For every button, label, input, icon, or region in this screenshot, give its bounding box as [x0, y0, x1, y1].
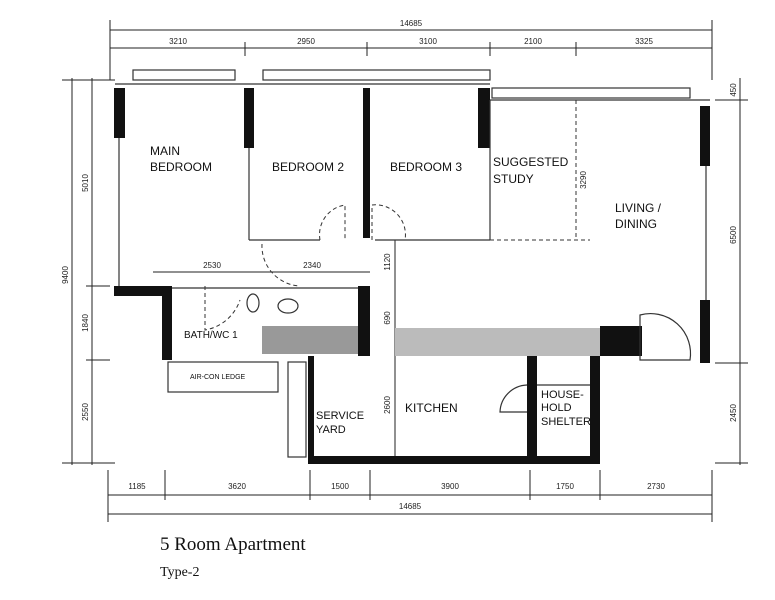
- top-dimensions: 14685 3210 2950 3100 2100 3325: [109, 19, 713, 80]
- kitchen-counter: [395, 328, 600, 356]
- dim-bottom-total: 14685: [399, 502, 422, 511]
- walls: [114, 69, 710, 464]
- dim-bottom: 2730: [647, 482, 665, 491]
- dim-inner: 690: [383, 311, 392, 325]
- dim-bottom: 3900: [441, 482, 459, 491]
- dim-top: 2950: [297, 37, 315, 46]
- dim-inner: 2530: [203, 261, 221, 270]
- dim-left-total: 9400: [61, 266, 70, 284]
- dim-bottom: 1185: [128, 482, 146, 491]
- bottom-dimensions: 1185 3620 1500 3900 1750 2730 14685: [107, 470, 713, 522]
- dim-right: 6500: [729, 226, 738, 244]
- dim-inner: 2600: [383, 396, 392, 414]
- dim-top: 3100: [419, 37, 437, 46]
- dim-top: 3210: [169, 37, 187, 46]
- plan-title: 5 Room Apartment: [160, 534, 306, 555]
- dim-bottom: 1500: [331, 482, 349, 491]
- dim-top: 2100: [524, 37, 542, 46]
- right-dimensions: 450 6500 2450: [715, 78, 748, 465]
- bath-counter: [262, 326, 358, 354]
- dim-left: 2550: [81, 403, 90, 421]
- dim-inner: 1120: [383, 253, 392, 271]
- dim-bottom: 1750: [556, 482, 574, 491]
- dim-inner: 3290: [579, 171, 588, 189]
- dim-right: 2450: [729, 404, 738, 422]
- room-aircon-ledge: AIR-CON LEDGE: [190, 374, 246, 381]
- room-bedroom-2: BEDROOM 2: [272, 160, 344, 174]
- dim-top: 3325: [635, 37, 653, 46]
- dim-top-total: 14685: [400, 19, 423, 28]
- room-bedroom-3: BEDROOM 3: [390, 160, 462, 174]
- dim-inner: 2340: [303, 261, 321, 270]
- dim-left: 5010: [81, 174, 90, 192]
- inner-dimensions: 2530 2340 1120 690 2600 3290: [153, 171, 588, 460]
- room-living-dining: LIVING /DINING: [615, 201, 662, 231]
- dim-left: 1840: [81, 314, 90, 332]
- plan-subtitle: Type-2: [160, 565, 200, 580]
- room-bath: BATH/WC 1: [184, 330, 238, 341]
- left-dimensions: 9400 5010 1840 2550: [61, 78, 115, 465]
- dim-bottom: 3620: [228, 482, 246, 491]
- room-kitchen: KITCHEN: [405, 401, 458, 415]
- dim-right: 450: [729, 83, 738, 97]
